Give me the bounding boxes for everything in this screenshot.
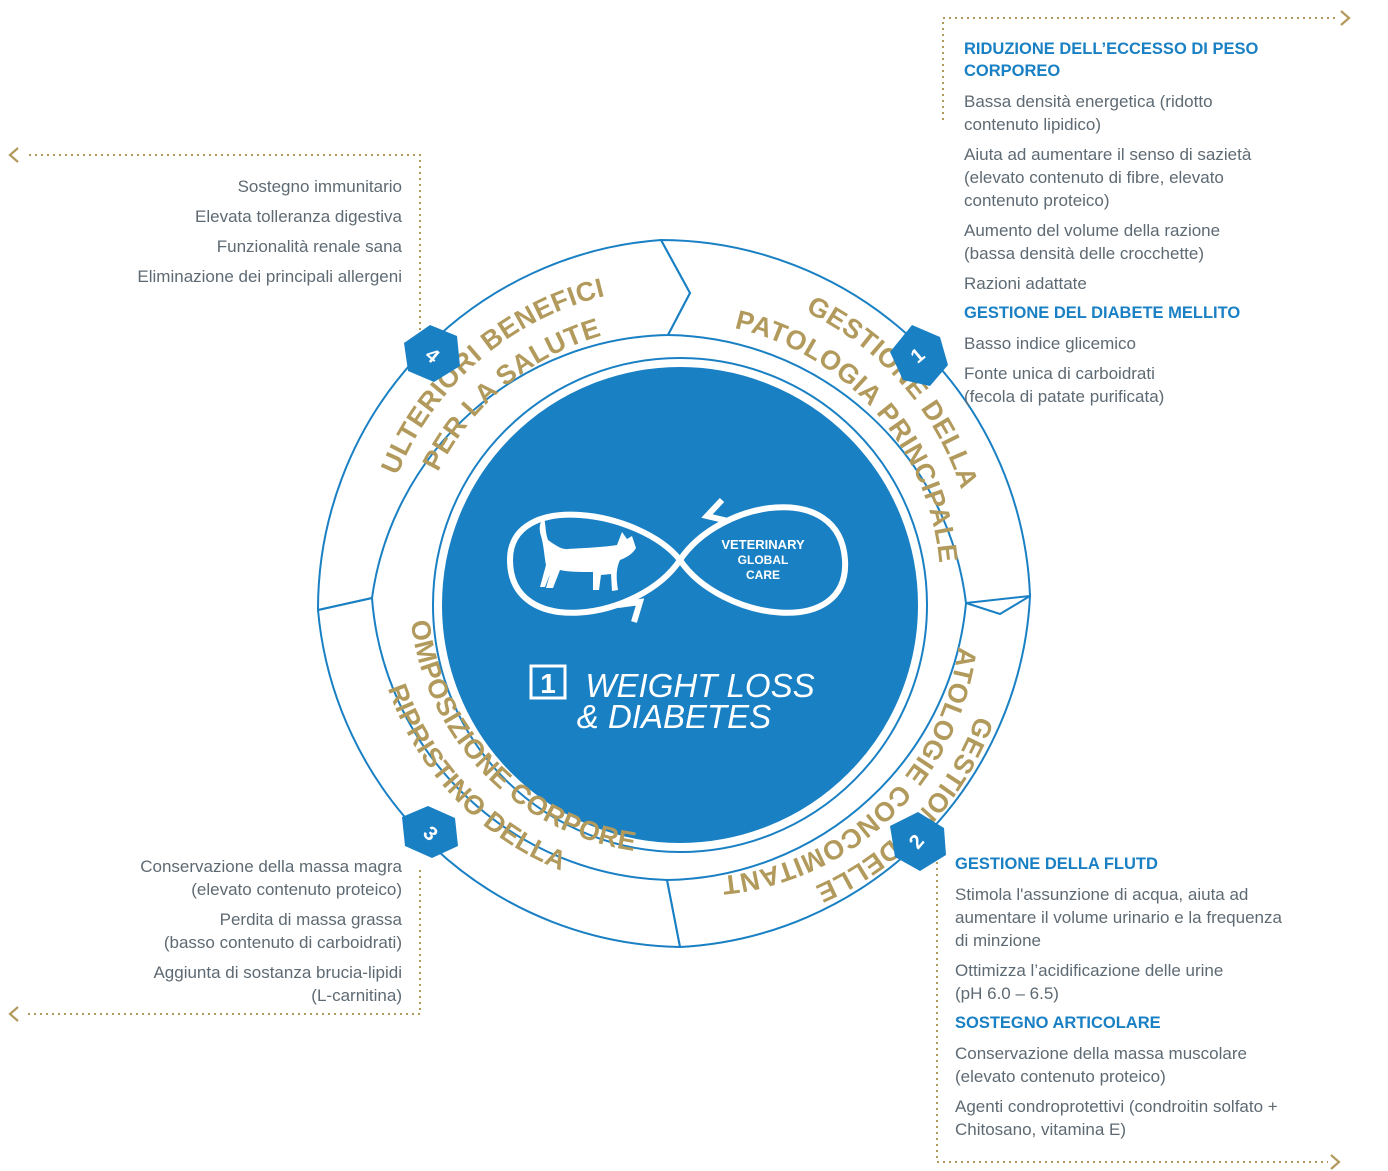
panel-bottom-right: GESTIONE DELLA FLUTD Stimola l'assunzion… [955,853,1380,1148]
list-item: Conservazione della massa magra (elevato… [140,857,402,899]
panel-top-right-heading-1: RIDUZIONE DELL’ECCESSO DI PESO CORPOREO [964,40,1259,80]
center-title: 1 WEIGHT LOSS & DIABETES [529,664,815,735]
segment-1-badge: 1 [890,325,948,386]
connector-bottom-right [936,862,1328,1163]
list-item: Stimola l'assunzione di acqua, aiuta ad … [955,885,1282,950]
panel-bottom-right-heading-2: SOSTEGNO ARTICOLARE [955,1014,1161,1032]
arrow-right-icon [617,598,645,623]
arrow-head-top-right-icon [1340,10,1351,26]
panel-top-right-heading-2: GESTIONE DEL DIABETE MELLITO [964,304,1241,322]
list-item: Agenti condroprotettivi (condroitin solf… [955,1097,1278,1139]
connector-top-right [942,17,1338,120]
center-number: 1 [540,668,556,699]
logo-line-1: VETERINARY [721,537,805,552]
segment-3-badge: 3 [402,806,458,858]
center-title-line1: WEIGHT LOSS [585,667,814,704]
infinity-loop-icon [506,504,849,616]
connector-bottom-left [28,870,421,1015]
list-item: Aggiunta di sostanza brucia-lipidi (L-ca… [153,963,402,1005]
arrow-head-bottom-left-icon [8,1006,19,1022]
panel-top-right: RIDUZIONE DELL’ECCESSO DI PESO CORPOREO … [964,38,1374,415]
segment-outlines [316,238,1032,949]
list-item: Sostegno immunitario [237,177,402,196]
panel-bottom-right-heading-1: GESTIONE DELLA FLUTD [955,855,1158,873]
logo-line-3: CARE [746,568,780,582]
arrow-head-bottom-right-icon [1330,1154,1341,1170]
list-item: Ottimizza l’acidificazione delle urine (… [955,961,1224,1003]
list-item: Funzionalità renale sana [216,237,402,256]
segment-2-badge: 2 [890,812,946,871]
list-item: Perdita di massa grassa (basso contenuto… [163,910,402,952]
list-item: Basso indice glicemico [964,334,1136,353]
arrow-head-top-left-icon [8,147,19,163]
center-title-line2: & DIABETES [577,698,771,735]
list-item: Aiuta ad aumentare il senso di sazietà (… [964,145,1252,210]
list-item: Bassa densità energetica (ridotto conten… [964,92,1213,134]
list-item: Conservazione della massa muscolare (ele… [955,1044,1247,1086]
logo-line-2: GLOBAL [738,553,789,567]
list-item: Aumento del volume della razione (bassa … [964,221,1221,263]
list-item: Fonte unica di carboidrati (fecola di pa… [964,364,1165,406]
panel-bottom-left: Conservazione della massa magra (elevato… [20,855,402,1014]
panel-top-left: Sostegno immunitario Elevata tolleranza … [20,175,402,295]
segment-4-badge: 4 [404,325,460,382]
connector-top-left [28,154,421,330]
cat-icon [539,518,636,591]
list-item: Elevata tolleranza digestiva [195,207,402,226]
list-item: Eliminazione dei principali allergeni [137,267,402,286]
center-circle [438,363,922,847]
list-item: Razioni adattate [964,274,1087,293]
arrow-left-icon [701,497,729,524]
